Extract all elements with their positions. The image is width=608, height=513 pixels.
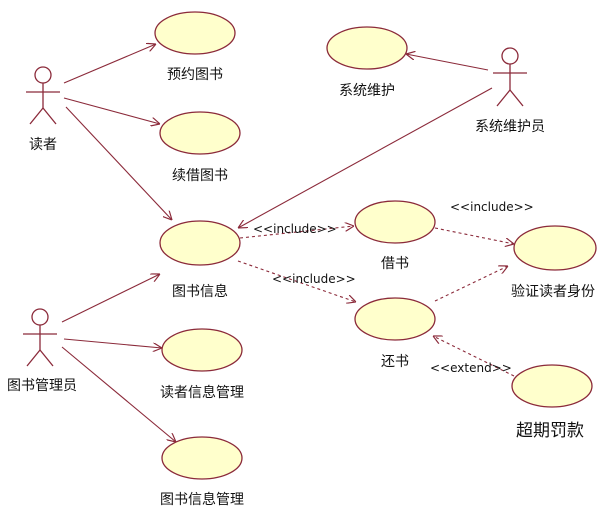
usecase-renew bbox=[159, 111, 241, 155]
actor-reader bbox=[26, 66, 60, 125]
assoc-reader-renew bbox=[63, 97, 160, 124]
usecase-return bbox=[354, 297, 436, 341]
usecase-reader-mgmt-label: 读者信息管理 bbox=[160, 384, 244, 401]
usecase-book-info bbox=[159, 220, 241, 266]
usecase-reserve-label: 预约图书 bbox=[167, 67, 223, 83]
usecase-return-label: 还书 bbox=[381, 354, 409, 370]
include-label-borrow: <<include>> bbox=[253, 222, 337, 236]
assoc-librarian-book-mgmt bbox=[61, 346, 176, 442]
usecase-reader-mgmt bbox=[161, 328, 243, 372]
actor-reader-label: 读者 bbox=[29, 136, 57, 153]
usecase-verify-label: 验证读者身份 bbox=[511, 283, 595, 300]
usecase-fine bbox=[511, 364, 593, 408]
dep-include-return bbox=[237, 260, 356, 302]
actor-librarian bbox=[23, 308, 57, 367]
usecase-renew-label: 续借图书 bbox=[172, 167, 228, 184]
assoc-sysadmin-book-info bbox=[238, 87, 493, 228]
usecase-sys-maint-label: 系统维护 bbox=[339, 83, 395, 99]
assoc-reader-book-info bbox=[65, 106, 172, 220]
usecase-borrow-label: 借书 bbox=[381, 256, 409, 272]
usecase-fine-label: 超期罚款 bbox=[516, 421, 584, 441]
actor-librarian-label: 图书管理员 bbox=[7, 378, 77, 394]
dep-include-verify-return bbox=[434, 266, 508, 302]
usecase-verify bbox=[513, 225, 597, 271]
usecase-book-mgmt bbox=[161, 436, 243, 480]
dep-include-verify-borrow bbox=[434, 227, 514, 244]
include-label-verify: <<include>> bbox=[450, 200, 534, 214]
usecase-reserve bbox=[154, 11, 236, 55]
extend-label: <<extend>> bbox=[430, 361, 512, 375]
actor-sysadmin-label: 系统维护员 bbox=[475, 119, 545, 135]
assoc-reader-reserve bbox=[63, 44, 156, 84]
include-label-return: <<include>> bbox=[272, 272, 356, 286]
usecase-book-info-label: 图书信息 bbox=[172, 283, 228, 300]
assoc-sysadmin-sys-maint bbox=[406, 54, 489, 71]
actor-sysadmin bbox=[493, 47, 527, 107]
dep-include-borrow bbox=[239, 226, 354, 239]
assoc-librarian-reader-mgmt bbox=[63, 338, 162, 348]
usecase-sys-maint bbox=[326, 26, 408, 70]
usecase-borrow bbox=[354, 200, 436, 244]
assoc-librarian-book-info bbox=[61, 274, 160, 323]
usecase-book-mgmt-label: 图书信息管理 bbox=[160, 491, 244, 508]
